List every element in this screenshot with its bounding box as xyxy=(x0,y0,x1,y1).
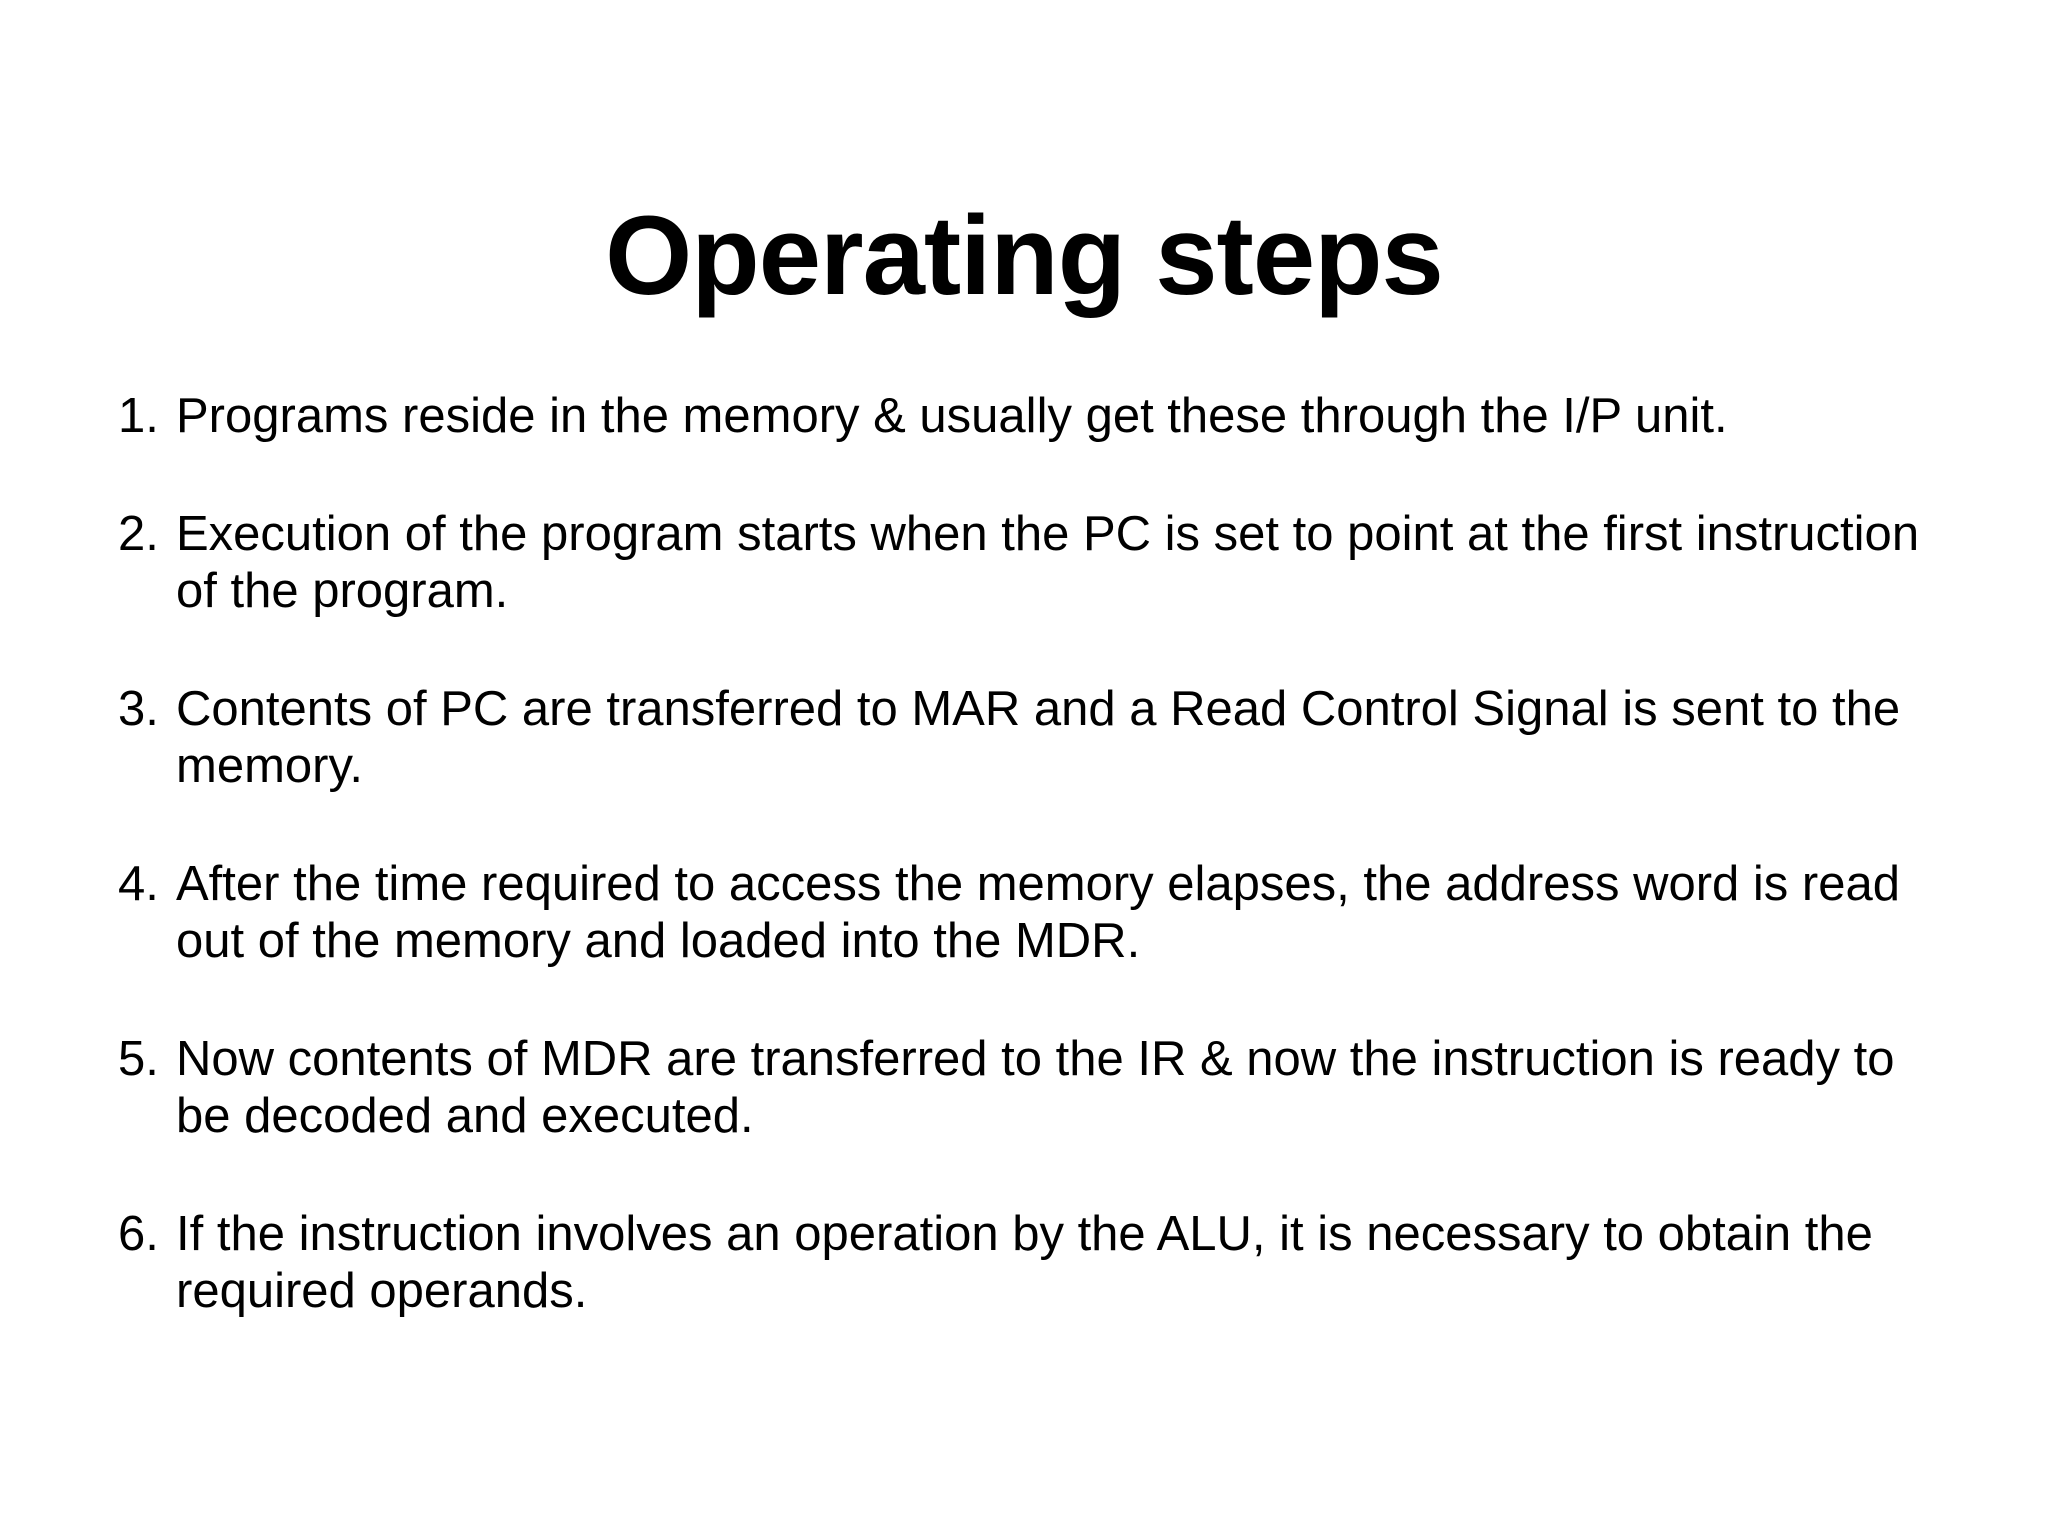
list-item-text: Contents of PC are transferred to MAR an… xyxy=(176,682,1901,793)
list-item: 2. Execution of the program starts when … xyxy=(118,506,1948,620)
list-item-text: After the time required to access the me… xyxy=(176,857,1900,968)
operating-steps-list: 1. Programs reside in the memory & usual… xyxy=(118,388,1948,1320)
list-item: 5. Now contents of MDR are transferred t… xyxy=(118,1031,1948,1145)
page-title: Operating steps xyxy=(605,193,1444,319)
list-item-text: Programs reside in the memory & usually … xyxy=(176,389,1728,443)
list-item-text: If the instruction involves an operation… xyxy=(176,1207,1873,1318)
list-item-number: 6. xyxy=(118,1207,159,1261)
list-item-number: 1. xyxy=(118,389,159,443)
list-item-number: 2. xyxy=(118,507,159,561)
list-item-number: 5. xyxy=(118,1032,159,1086)
list-item: 6. If the instruction involves an operat… xyxy=(118,1206,1948,1320)
list-item: 4. After the time required to access the… xyxy=(118,856,1948,970)
list-item: 3. Contents of PC are transferred to MAR… xyxy=(118,681,1948,795)
list-item-number: 4. xyxy=(118,857,159,911)
list-item-number: 3. xyxy=(118,682,159,736)
list-item-text: Now contents of MDR are transferred to t… xyxy=(176,1032,1895,1143)
list-item-text: Execution of the program starts when the… xyxy=(176,507,1920,618)
list-item: 1. Programs reside in the memory & usual… xyxy=(118,388,1948,445)
